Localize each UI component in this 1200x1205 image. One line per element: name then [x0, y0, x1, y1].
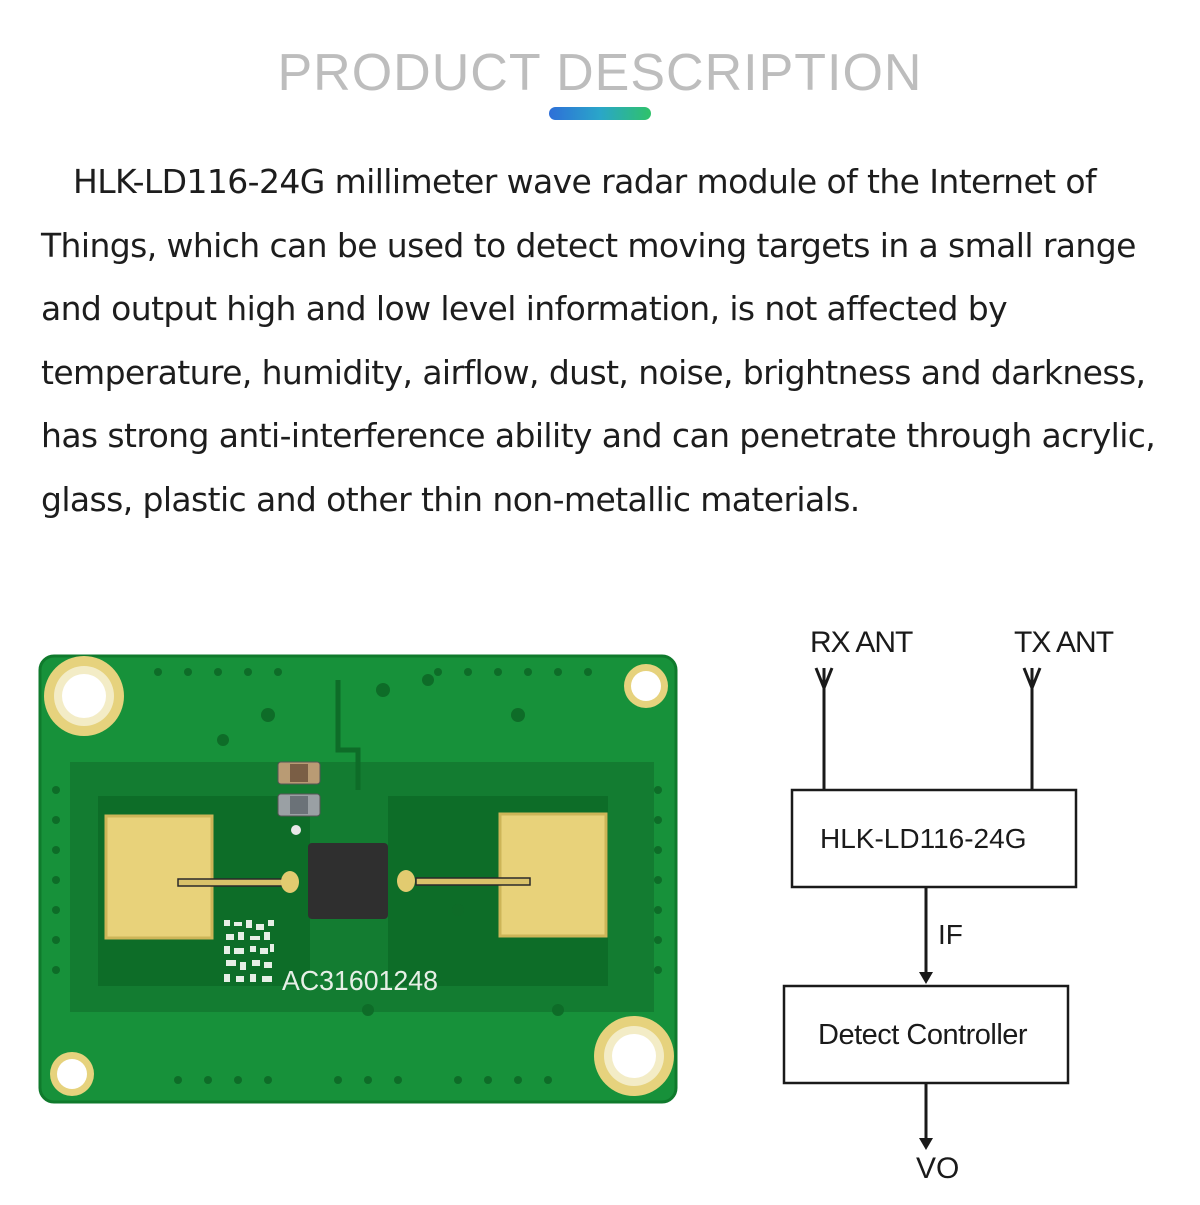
title-accent-bar [549, 107, 651, 120]
block-diagram-svg: RX ANT TX ANT HLK-LD116-24G IF Detect Co… [782, 626, 1115, 1185]
if-arrow-head [919, 972, 933, 984]
radar-module-photo: AC31601248 [38, 650, 688, 1112]
if-signal-label: IF [938, 919, 963, 950]
tx-antenna-label: TX ANT [1014, 626, 1114, 659]
controller-block-label: Detect Controller [818, 1019, 1028, 1051]
tx-antenna-icon [1022, 667, 1042, 790]
radar-ic-chip [308, 843, 388, 919]
page-title: PRODUCT DESCRIPTION [277, 43, 923, 102]
pcb-vias [52, 668, 662, 1084]
module-block-label: HLK-LD116-24G [820, 823, 1026, 854]
product-description: HLK-LD116-24G millimeter wave radar modu… [41, 162, 1156, 519]
rx-antenna-icon [814, 667, 834, 790]
board-serial-number: AC31601248 [282, 965, 438, 996]
pcb-board: AC31601248 [38, 654, 678, 1104]
rx-antenna-label: RX ANT [810, 626, 913, 659]
vo-output-label: VO [916, 1152, 959, 1185]
rx-antenna-patch [104, 814, 214, 940]
mounting-holes [44, 656, 674, 1096]
module-block [790, 788, 1078, 889]
block-diagram: RX ANT TX ANT HLK-LD116-24G IF Detect Co… [770, 612, 1170, 1200]
tx-antenna-patch [498, 812, 608, 938]
vo-arrow-head [919, 1138, 933, 1150]
barcode-matrix [224, 920, 274, 982]
